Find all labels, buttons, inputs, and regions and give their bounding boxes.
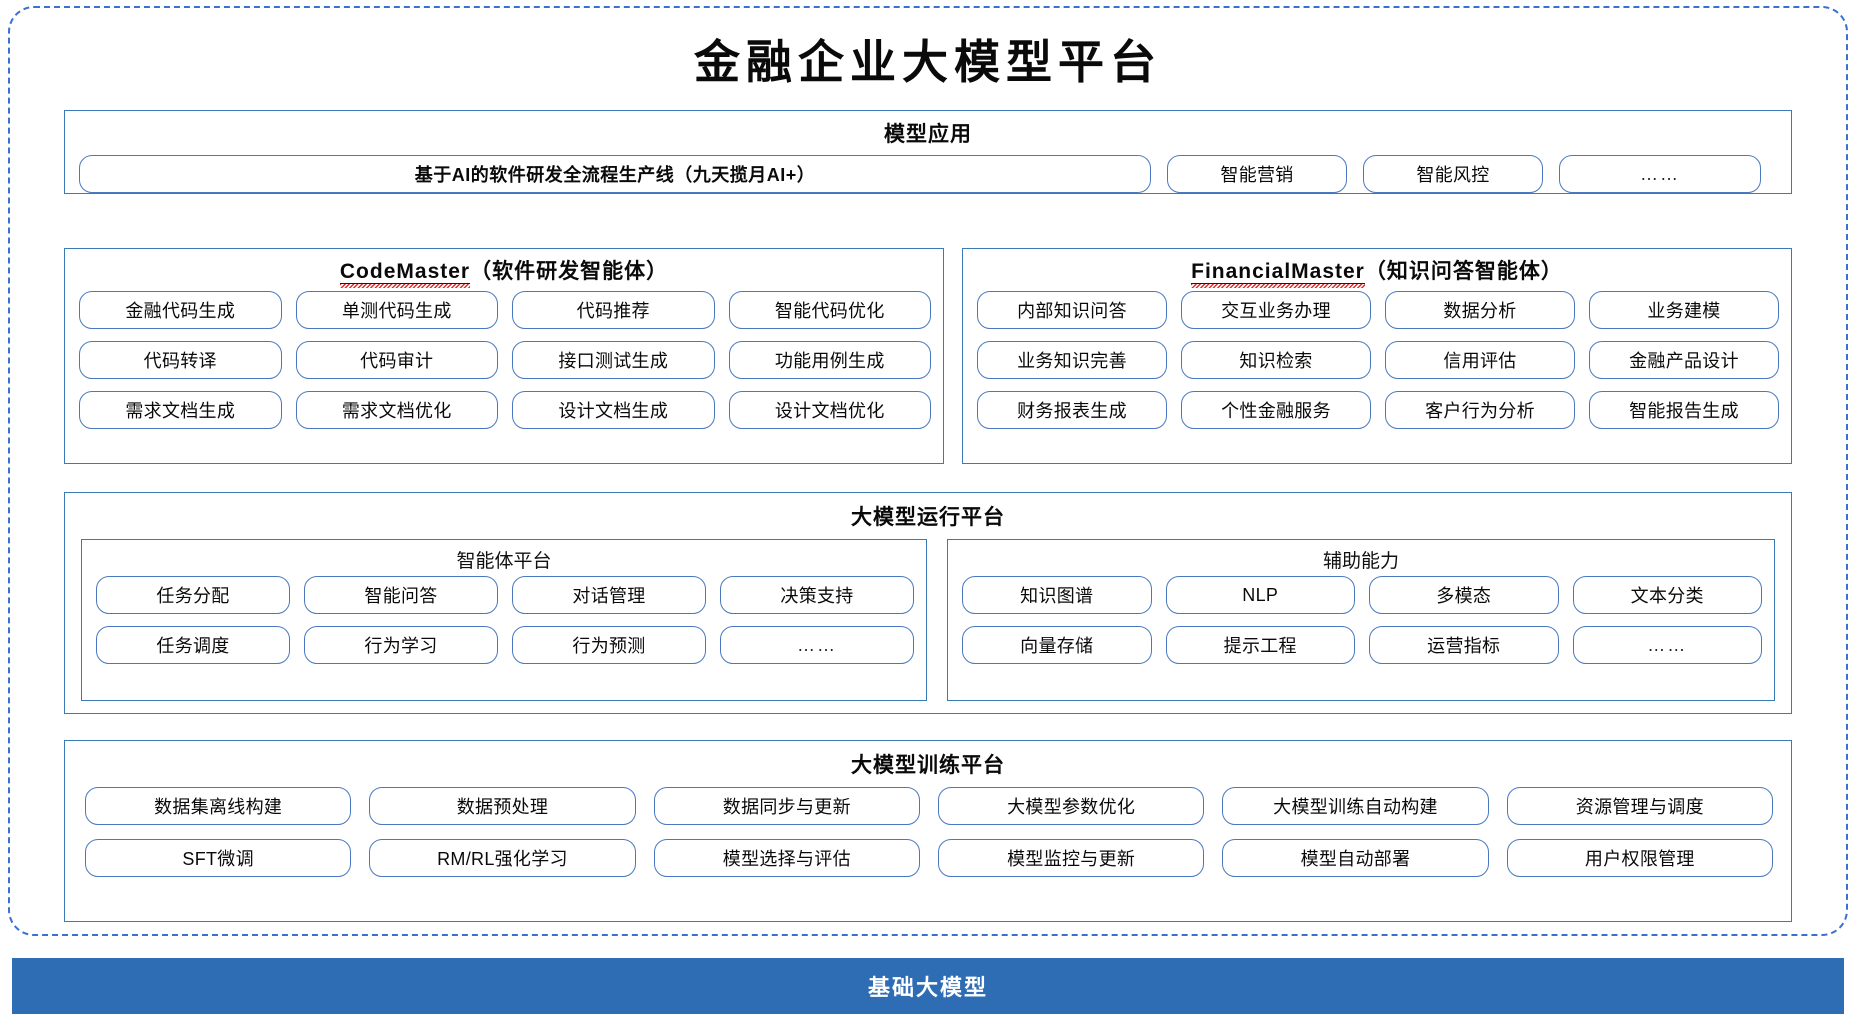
auxiliary-capability-pill-grid: 知识图谱 NLP 多模态 文本分类 向量存储 提示工程 运营指标 …… — [962, 576, 1762, 664]
pill-training-9[interactable]: 模型监控与更新 — [938, 839, 1205, 877]
pill-auxiliary-1[interactable]: NLP — [1165, 576, 1355, 614]
subsection-title-auxiliary-capability: 辅助能力 — [1322, 551, 1399, 572]
pill-agent-platform-7[interactable]: …… — [720, 626, 914, 664]
pill-training-6[interactable]: SFT微调 — [85, 839, 352, 877]
pill-auxiliary-4[interactable]: 向量存储 — [962, 626, 1152, 664]
section-model-application: 模型应用 基于AI的软件研发全流程生产线（九天揽月AI+） 智能营销 智能风控 … — [64, 110, 1792, 194]
subsection-agent-platform: 智能体平台 任务分配 智能问答 对话管理 决策支持 任务调度 行为学习 行为预测… — [81, 539, 927, 701]
pill-code-master-4[interactable]: 代码转译 — [79, 341, 282, 379]
pill-agent-platform-3[interactable]: 决策支持 — [720, 576, 914, 614]
pill-code-master-8[interactable]: 需求文档生成 — [79, 391, 282, 429]
pill-financial-master-1[interactable]: 交互业务办理 — [1181, 291, 1371, 329]
financial-master-pill-grid: 内部知识问答 交互业务办理 数据分析 业务建模 业务知识完善 知识检索 信用评估… — [977, 291, 1779, 429]
pill-training-10[interactable]: 模型自动部署 — [1222, 839, 1489, 877]
pill-financial-master-2[interactable]: 数据分析 — [1385, 291, 1575, 329]
pill-agent-platform-5[interactable]: 行为学习 — [304, 626, 498, 664]
pill-auxiliary-2[interactable]: 多模态 — [1369, 576, 1559, 614]
pill-agent-platform-4[interactable]: 任务调度 — [96, 626, 290, 664]
pill-code-master-7[interactable]: 功能用例生成 — [728, 341, 931, 379]
pill-code-master-11[interactable]: 设计文档优化 — [728, 391, 931, 429]
pill-financial-master-6[interactable]: 信用评估 — [1385, 341, 1575, 379]
code-master-pill-grid: 金融代码生成 单测代码生成 代码推荐 智能代码优化 代码转译 代码审计 接口测试… — [79, 291, 931, 429]
code-master-latin-name: CodeMaster — [339, 260, 471, 284]
pill-code-master-10[interactable]: 设计文档生成 — [512, 391, 715, 429]
pill-auxiliary-5[interactable]: 提示工程 — [1165, 626, 1355, 664]
pill-auxiliary-7[interactable]: …… — [1572, 626, 1762, 664]
section-title-financial-master: FinancialMaster（知识问答智能体） — [963, 255, 1791, 288]
pill-ai-software-pipeline[interactable]: 基于AI的软件研发全流程生产线（九天揽月AI+） — [79, 155, 1151, 193]
pill-training-7[interactable]: RM/RL强化学习 — [369, 839, 636, 877]
pill-code-master-9[interactable]: 需求文档优化 — [295, 391, 498, 429]
section-title-code-master: CodeMaster（软件研发智能体） — [65, 255, 943, 288]
section-financial-master: FinancialMaster（知识问答智能体） 内部知识问答 交互业务办理 数… — [962, 248, 1792, 464]
pill-training-1[interactable]: 数据预处理 — [369, 787, 636, 825]
training-platform-pill-grid: 数据集离线构建 数据预处理 数据同步与更新 大模型参数优化 大模型训练自动构建 … — [85, 787, 1773, 877]
pill-training-8[interactable]: 模型选择与评估 — [653, 839, 920, 877]
pill-code-master-6[interactable]: 接口测试生成 — [512, 341, 715, 379]
pill-financial-master-4[interactable]: 业务知识完善 — [977, 341, 1167, 379]
pill-financial-master-0[interactable]: 内部知识问答 — [977, 291, 1167, 329]
base-model-bar: 基础大模型 — [12, 958, 1844, 1014]
pill-training-3[interactable]: 大模型参数优化 — [938, 787, 1205, 825]
base-model-label: 基础大模型 — [867, 975, 988, 1000]
pill-training-5[interactable]: 资源管理与调度 — [1506, 787, 1773, 825]
section-training-platform: 大模型训练平台 数据集离线构建 数据预处理 数据同步与更新 大模型参数优化 大模… — [64, 740, 1792, 922]
model-application-pill-row: 基于AI的软件研发全流程生产线（九天揽月AI+） 智能营销 智能风控 …… — [79, 155, 1779, 193]
financial-master-latin-name: FinancialMaster — [1191, 260, 1365, 284]
pill-financial-master-8[interactable]: 财务报表生成 — [977, 391, 1167, 429]
pill-agent-platform-2[interactable]: 对话管理 — [512, 576, 706, 614]
subsection-title-agent-platform: 智能体平台 — [456, 551, 552, 572]
pill-financial-master-5[interactable]: 知识检索 — [1181, 341, 1371, 379]
section-code-master: CodeMaster（软件研发智能体） 金融代码生成 单测代码生成 代码推荐 智… — [64, 248, 944, 464]
section-title-runtime-platform: 大模型运行平台 — [851, 506, 1005, 529]
financial-master-cn-name: （知识问答智能体） — [1364, 260, 1563, 283]
pill-training-0[interactable]: 数据集离线构建 — [85, 787, 352, 825]
page-title: 金融企业大模型平台 — [694, 35, 1162, 89]
pill-auxiliary-3[interactable]: 文本分类 — [1572, 576, 1762, 614]
pill-training-2[interactable]: 数据同步与更新 — [653, 787, 920, 825]
pill-model-application-more[interactable]: …… — [1559, 155, 1761, 193]
pill-code-master-3[interactable]: 智能代码优化 — [728, 291, 931, 329]
pill-auxiliary-6[interactable]: 运营指标 — [1369, 626, 1559, 664]
code-master-cn-name: （软件研发智能体） — [470, 260, 669, 283]
pill-smart-marketing[interactable]: 智能营销 — [1167, 155, 1347, 193]
section-title-training-platform: 大模型训练平台 — [851, 754, 1005, 777]
pill-agent-platform-0[interactable]: 任务分配 — [96, 576, 290, 614]
section-runtime-platform: 大模型运行平台 智能体平台 任务分配 智能问答 对话管理 决策支持 任务调度 行… — [64, 492, 1792, 714]
pill-code-master-1[interactable]: 单测代码生成 — [295, 291, 498, 329]
pill-financial-master-11[interactable]: 智能报告生成 — [1589, 391, 1779, 429]
pill-smart-risk-control[interactable]: 智能风控 — [1363, 155, 1543, 193]
section-title-model-application: 模型应用 — [884, 123, 972, 146]
pill-financial-master-10[interactable]: 客户行为分析 — [1385, 391, 1575, 429]
pill-agent-platform-1[interactable]: 智能问答 — [304, 576, 498, 614]
pill-agent-platform-6[interactable]: 行为预测 — [512, 626, 706, 664]
pill-training-11[interactable]: 用户权限管理 — [1506, 839, 1773, 877]
subsection-auxiliary-capability: 辅助能力 知识图谱 NLP 多模态 文本分类 向量存储 提示工程 运营指标 …… — [947, 539, 1775, 701]
pill-code-master-0[interactable]: 金融代码生成 — [79, 291, 282, 329]
pill-training-4[interactable]: 大模型训练自动构建 — [1222, 787, 1489, 825]
pill-code-master-2[interactable]: 代码推荐 — [512, 291, 715, 329]
pill-code-master-5[interactable]: 代码审计 — [295, 341, 498, 379]
agent-platform-pill-grid: 任务分配 智能问答 对话管理 决策支持 任务调度 行为学习 行为预测 …… — [96, 576, 914, 664]
pill-financial-master-3[interactable]: 业务建模 — [1589, 291, 1779, 329]
pill-financial-master-7[interactable]: 金融产品设计 — [1589, 341, 1779, 379]
pill-auxiliary-0[interactable]: 知识图谱 — [962, 576, 1152, 614]
pill-financial-master-9[interactable]: 个性金融服务 — [1181, 391, 1371, 429]
